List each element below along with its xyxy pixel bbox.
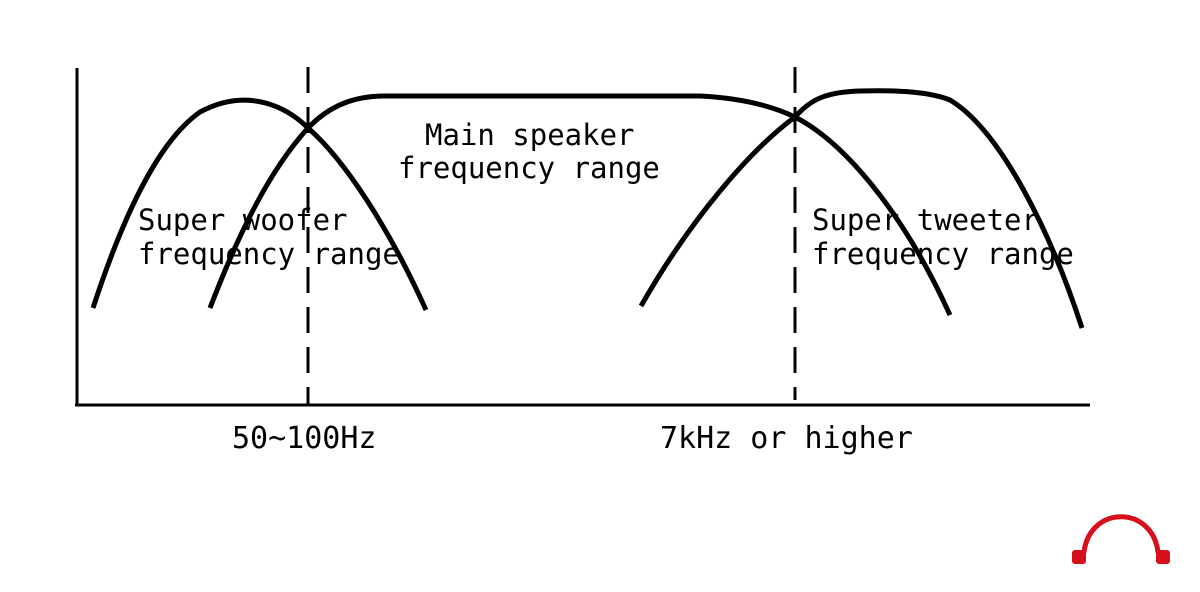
main-speaker-label-line2: frequency range [398,151,660,185]
headphones-icon [1072,514,1170,564]
super-woofer-label-line1: Super woofer [138,203,348,237]
main-speaker-label-line1: Main speaker [425,118,635,152]
crossover-high-label: 7kHz or higher [660,421,913,456]
super-tweeter-label-line2: frequency range [812,237,1074,271]
super-tweeter-curve [638,88,1085,329]
super-woofer-curve [90,97,429,312]
main-speaker-curve [207,93,953,317]
super-woofer-label-line2: frequency range [138,237,400,271]
crossover-low-label: 50~100Hz [232,421,377,456]
super-tweeter-label-line1: Super tweeter [812,203,1039,237]
